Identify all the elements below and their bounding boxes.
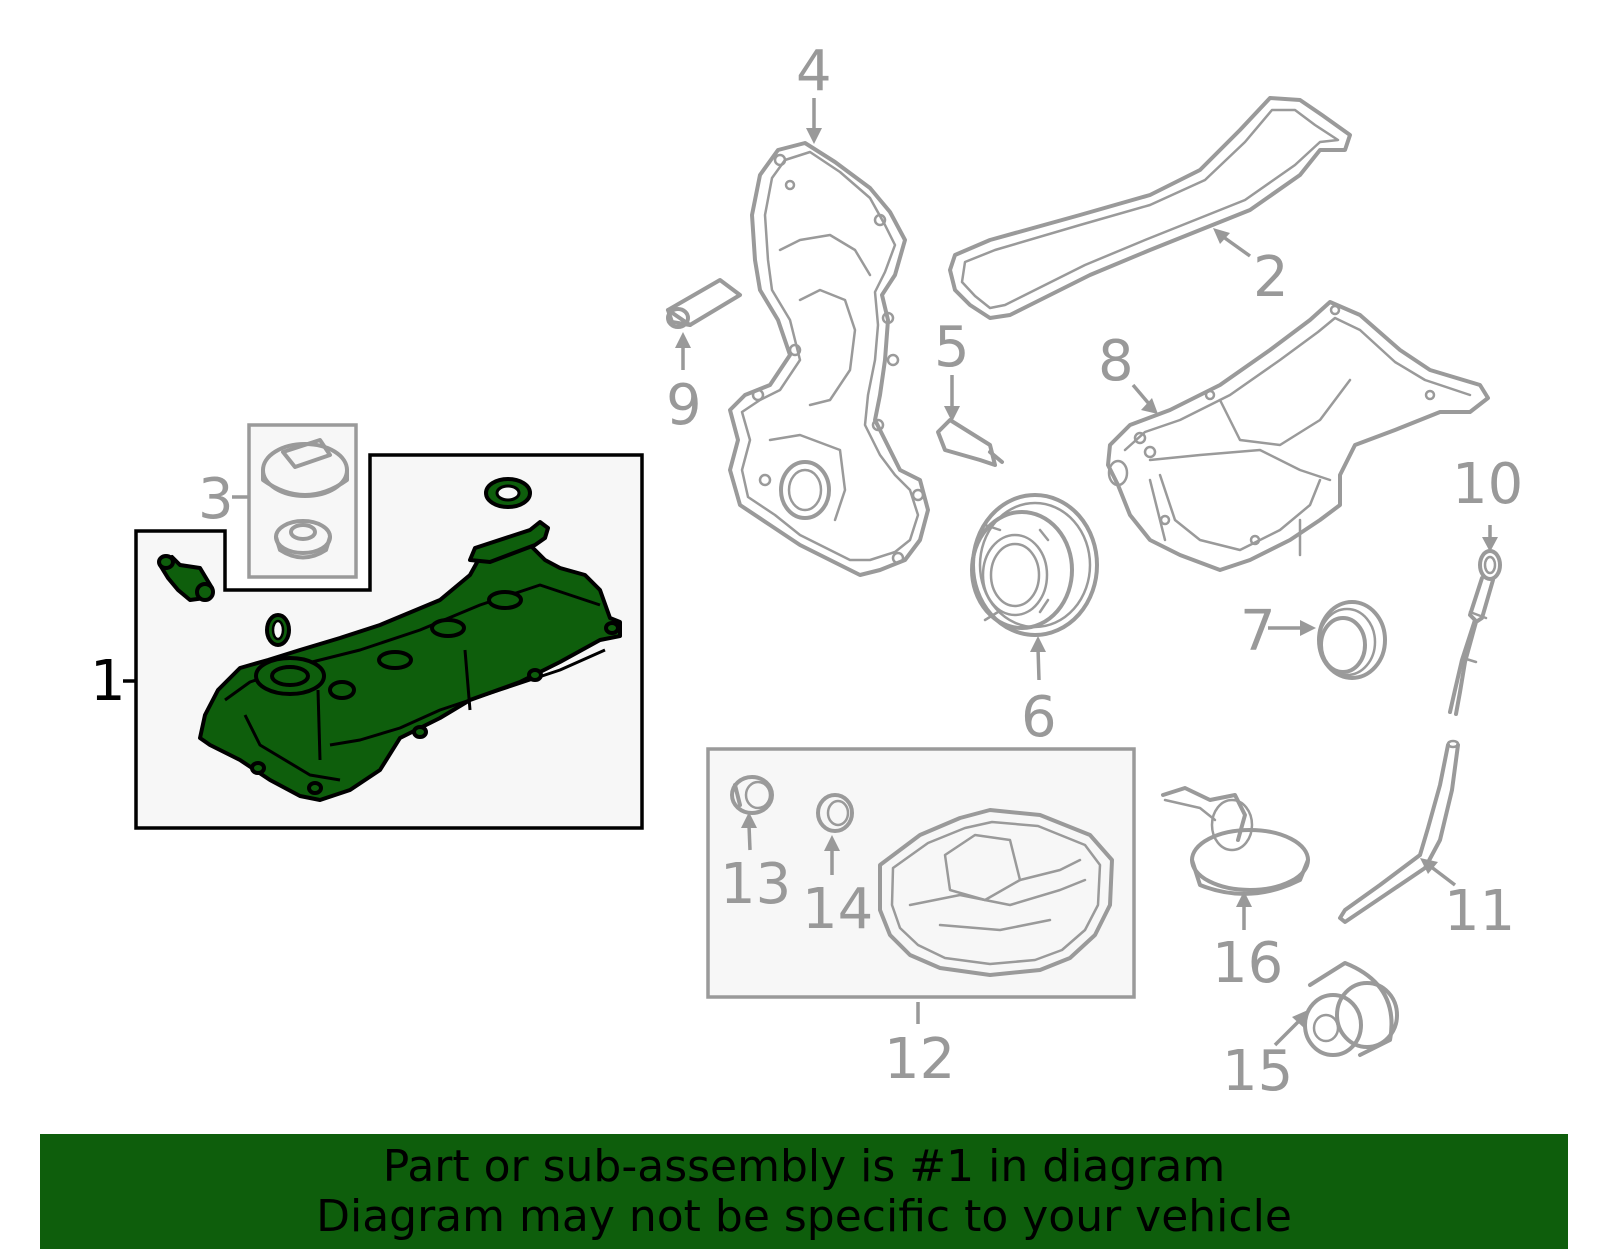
banner-line-1: Part or sub-assembly is #1 in diagram <box>382 1141 1226 1192</box>
part-5-sealant-tube[interactable] <box>936 418 1004 467</box>
callout-16: 16 <box>1212 931 1283 996</box>
callout-11: 11 <box>1444 879 1515 944</box>
part-2-valve-cover-gasket[interactable] <box>948 96 1352 320</box>
callout-9: 9 <box>666 373 702 438</box>
callout-10: 10 <box>1452 452 1523 517</box>
part-10-dipstick[interactable] <box>1448 549 1502 716</box>
part-6-crank-pulley[interactable] <box>970 493 1099 637</box>
callout-13: 13 <box>720 852 791 917</box>
part-12-oil-pan-lower[interactable] <box>878 808 1114 977</box>
callout-5: 5 <box>934 315 970 380</box>
callout-3: 3 <box>198 467 234 532</box>
callout-6: 6 <box>1021 685 1057 750</box>
info-banner: Part or sub-assembly is #1 in diagram Di… <box>40 1134 1568 1249</box>
callout-7: 7 <box>1240 599 1276 664</box>
callout-15: 15 <box>1222 1039 1293 1104</box>
callout-14: 14 <box>802 877 873 942</box>
part-8-oil-pan-upper[interactable] <box>1106 300 1490 572</box>
part-14-washer[interactable] <box>816 793 854 833</box>
part-1-valve-cover[interactable] <box>157 477 622 802</box>
leader-lines <box>123 98 1498 1047</box>
part-13-plug[interactable] <box>730 775 774 815</box>
part-9-sealant-tube[interactable] <box>666 278 742 329</box>
callout-2: 2 <box>1253 245 1289 310</box>
callout-8: 8 <box>1098 329 1134 394</box>
part-11-dipstick-tube[interactable] <box>1338 739 1460 924</box>
part-16-oil-strainer[interactable] <box>1161 786 1310 896</box>
callout-12: 12 <box>884 1027 955 1092</box>
part-4-timing-cover[interactable] <box>728 141 930 577</box>
callout-1: 1 <box>90 649 126 714</box>
part-15-oil-filter[interactable] <box>1303 961 1399 1057</box>
callout-4: 4 <box>796 39 832 104</box>
group-box-part-12 <box>706 747 1136 999</box>
part-3-oil-filler-cap[interactable] <box>261 438 349 560</box>
part-7-front-seal[interactable] <box>1317 600 1387 680</box>
banner-line-2: Diagram may not be specific to your vehi… <box>316 1191 1292 1242</box>
